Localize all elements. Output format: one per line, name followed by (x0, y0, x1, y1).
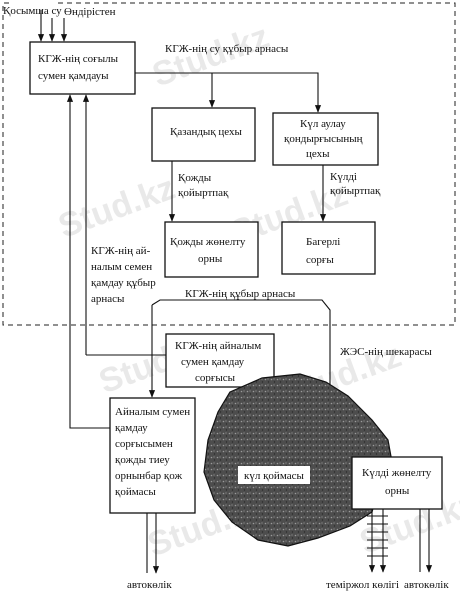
box-slag-bunker-text: Айналым сумен қамдау сорғысымен қожды ти… (115, 406, 193, 498)
railway-track-icon (367, 509, 388, 573)
box-bagger-pump-text: Багерлі сорғы (306, 236, 343, 266)
line-supply-to-ash-collector (135, 72, 322, 113)
ash-dump-label-bg (238, 466, 310, 484)
box-ash-removal-site (351, 456, 443, 510)
input-production-label: Өндірістен (64, 6, 116, 18)
box-slag-removal-site (164, 221, 259, 278)
watermark-text: Stud.kz (54, 169, 181, 246)
box-kgzh-water-supply (29, 41, 136, 95)
watermark-text: Stud.kz (147, 17, 274, 94)
pipe-network-label: КГЖ-нің құбыр арнасы (185, 288, 296, 300)
ash-dump-area (203, 373, 393, 547)
box-ash-collector-shop (272, 112, 379, 166)
ash-dump-label: күл қоймасы (244, 470, 304, 482)
box-bagger-pump (281, 221, 376, 275)
input-additional-water-label: Қосымша су (3, 5, 62, 17)
box-boiler-shop (151, 107, 256, 162)
motor-transport-left-label: автокөлік (127, 579, 172, 591)
box-recirc-pump-text: КГЖ-нің айналым сумен қамдау сорғысы (175, 340, 264, 384)
box-recirc-pump (165, 333, 275, 388)
box-ash-collector-shop-text: Күл аулау қондырғысының цехы (284, 118, 365, 160)
box-kgzh-water-supply-text: КГЖ-нің соғылы сумен қамдауы (38, 53, 121, 82)
ash-slurry-label: Күлді қойыртпақ (330, 171, 381, 197)
box-slag-removal-site-text: Қожды жөнелту орны (170, 236, 248, 265)
recirc-supply-network-label: КГЖ-нің ай- налым семен қамдау құбыр арн… (91, 245, 158, 305)
tpp-boundary-label: ЖЭС-нің шекарасы (340, 346, 432, 358)
box-ash-removal-site-text: Күлді жөнелту орны (362, 467, 434, 497)
kgzh-boundary (2, 2, 456, 326)
motor-transport-right-label: автокөлік (404, 579, 449, 591)
hot-slag-label: Қожды қойыртпақ (178, 172, 229, 199)
line-bunker-return (66, 94, 110, 429)
railway-transport-label: теміржол көлігі (326, 579, 399, 591)
line-pipe-network (151, 299, 334, 396)
box-boiler-shop-text: Қазандық цехы (170, 126, 243, 138)
box-slag-bunker (109, 397, 196, 514)
water-supply-network-label: КГЖ-нің су құбыр арнасы (165, 43, 289, 55)
